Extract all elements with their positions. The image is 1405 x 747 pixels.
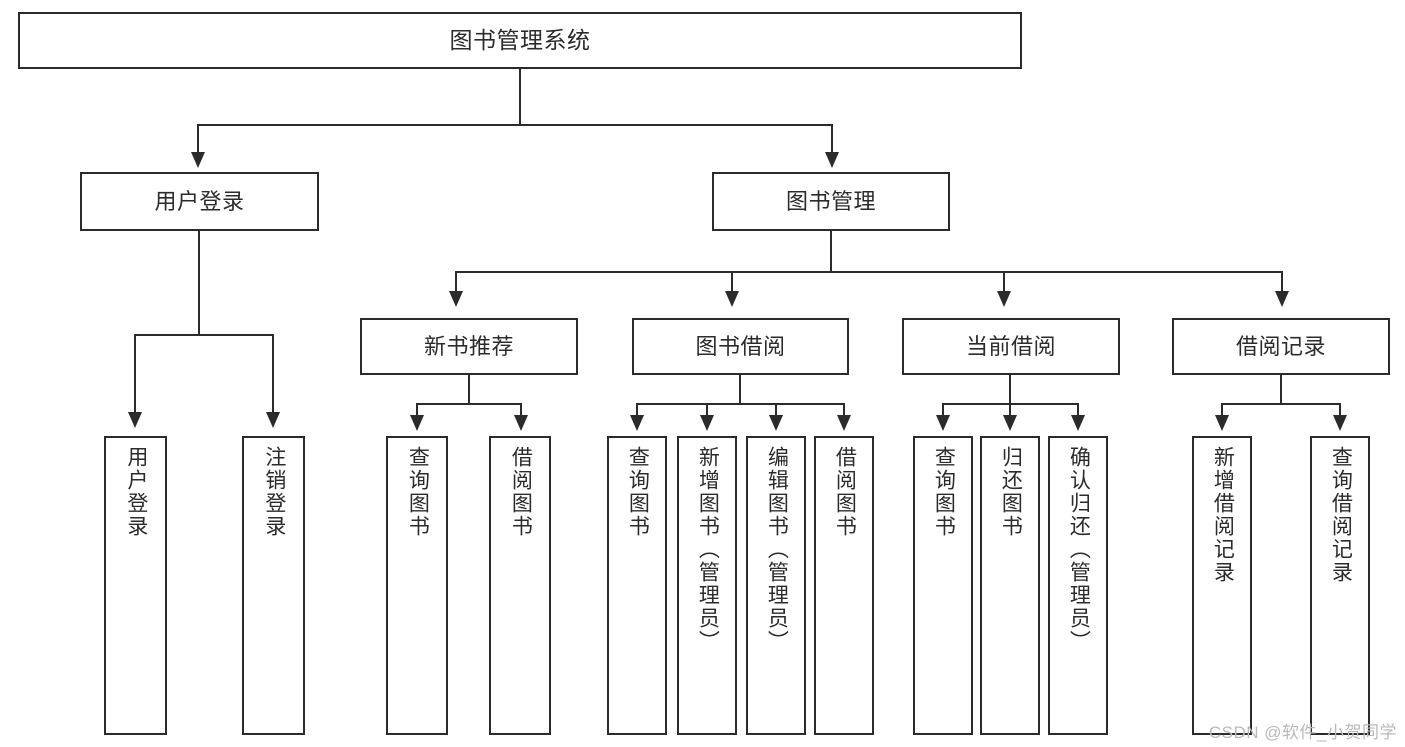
connector-book-mgmt-drop-1 (455, 271, 457, 293)
connector-book-mgmt-bus (455, 271, 1283, 273)
node-label: 编辑图书（管理员） (765, 446, 789, 653)
node-label: 图书借阅 (695, 333, 786, 359)
watermark: CSDN @软件_小贺同学 (1208, 723, 1397, 742)
node-label: 新书推荐 (423, 333, 514, 359)
arrow-down-icon (997, 291, 1011, 307)
connector-new-book-drop-2 (520, 403, 522, 417)
arrow-down-icon (769, 415, 783, 431)
leaf-user-login[interactable]: 用户登录 (104, 436, 167, 735)
node-label: 新增图书（管理员） (696, 446, 720, 653)
leaf-add-book-admin[interactable]: 新增图书（管理员） (677, 436, 737, 735)
connector-book-borrow-bus (636, 403, 845, 405)
connector-book-mgmt-drop-2 (731, 271, 733, 293)
arrow-down-icon (630, 415, 644, 431)
arrow-down-icon (191, 152, 205, 168)
connector-root-drop-2 (831, 124, 833, 154)
node-current-borrow[interactable]: 当前借阅 (902, 318, 1120, 375)
connector-book-borrow-stem (739, 375, 741, 405)
arrow-down-icon (410, 415, 424, 431)
leaf-edit-book-admin[interactable]: 编辑图书（管理员） (746, 436, 806, 735)
connector-current-borrow-stem (1009, 375, 1011, 405)
node-user-login[interactable]: 用户登录 (80, 172, 319, 231)
connector-book-mgmt-drop-4 (1281, 271, 1283, 293)
connector-root-drop-1 (197, 124, 199, 154)
node-label: 图书管理 (785, 188, 876, 214)
node-label: 查询借阅记录 (1329, 446, 1353, 584)
leaf-query-book-recommend[interactable]: 查询图书 (386, 436, 448, 735)
arrow-down-icon (1275, 291, 1289, 307)
connector-borrow-record-drop-1 (1221, 403, 1223, 417)
node-new-book-recommend[interactable]: 新书推荐 (360, 318, 578, 375)
arrow-down-icon (1333, 415, 1347, 431)
connector-current-borrow-drop-3 (1077, 403, 1079, 417)
connector-user-login-drop-1 (134, 334, 136, 414)
connector-book-borrow-drop-4 (843, 403, 845, 417)
node-book-management[interactable]: 图书管理 (712, 172, 950, 231)
connector-book-borrow-drop-1 (636, 403, 638, 417)
node-borrow-record[interactable]: 借阅记录 (1172, 318, 1390, 375)
node-label: 借阅记录 (1235, 333, 1326, 359)
connector-new-book-drop-1 (416, 403, 418, 417)
node-root-book-management-system[interactable]: 图书管理系统 (18, 12, 1022, 69)
connector-new-book-stem (468, 375, 470, 405)
leaf-borrow-book-recommend[interactable]: 借阅图书 (489, 436, 551, 735)
connector-current-borrow-drop-1 (942, 403, 944, 417)
connector-book-borrow-drop-3 (775, 403, 777, 417)
connector-book-mgmt-stem (830, 231, 832, 273)
node-label: 归还图书 (999, 446, 1023, 538)
node-label: 注销登录 (262, 446, 286, 538)
connector-book-borrow-drop-2 (706, 403, 708, 417)
arrow-down-icon (1215, 415, 1229, 431)
node-book-borrow[interactable]: 图书借阅 (632, 318, 849, 375)
node-label: 借阅图书 (833, 446, 857, 538)
connector-user-login-stem (198, 231, 200, 336)
connector-borrow-record-stem (1280, 375, 1282, 405)
connector-root-bus (197, 124, 833, 126)
leaf-query-book-current[interactable]: 查询图书 (913, 436, 973, 735)
connector-borrow-record-bus (1221, 403, 1341, 405)
arrow-down-icon (700, 415, 714, 431)
connector-book-mgmt-drop-3 (1003, 271, 1005, 293)
leaf-query-borrow-record[interactable]: 查询借阅记录 (1310, 436, 1370, 735)
leaf-query-book[interactable]: 查询图书 (607, 436, 667, 735)
connector-borrow-record-drop-2 (1339, 403, 1341, 417)
leaf-logout[interactable]: 注销登录 (242, 436, 305, 735)
arrow-down-icon (449, 291, 463, 307)
arrow-down-icon (1003, 415, 1017, 431)
arrow-down-icon (837, 415, 851, 431)
connector-root-stem (519, 69, 521, 125)
node-label: 新增借阅记录 (1211, 446, 1235, 584)
connector-current-borrow-drop-2 (1009, 403, 1011, 417)
leaf-add-borrow-record[interactable]: 新增借阅记录 (1192, 436, 1252, 735)
arrow-down-icon (936, 415, 950, 431)
node-label: 查询图书 (932, 446, 956, 538)
connector-new-book-bus (416, 403, 522, 405)
leaf-borrow-book[interactable]: 借阅图书 (814, 436, 874, 735)
arrow-down-icon (266, 412, 280, 428)
leaf-return-book[interactable]: 归还图书 (980, 436, 1040, 735)
arrow-down-icon (128, 412, 142, 428)
node-label: 用户登录 (154, 188, 245, 214)
leaf-confirm-return-admin[interactable]: 确认归还（管理员） (1048, 436, 1108, 735)
connector-user-login-drop-2 (272, 334, 274, 414)
connector-user-login-bus (134, 334, 273, 336)
node-label: 借阅图书 (509, 446, 533, 538)
node-label: 确认归还（管理员） (1067, 446, 1091, 653)
arrow-down-icon (825, 152, 839, 168)
arrow-down-icon (514, 415, 528, 431)
node-label: 图书管理系统 (449, 27, 591, 54)
node-label: 查询图书 (406, 446, 430, 538)
arrow-down-icon (725, 291, 739, 307)
node-label: 用户登录 (124, 446, 148, 538)
arrow-down-icon (1071, 415, 1085, 431)
node-label: 当前借阅 (965, 333, 1056, 359)
node-label: 查询图书 (626, 446, 650, 538)
